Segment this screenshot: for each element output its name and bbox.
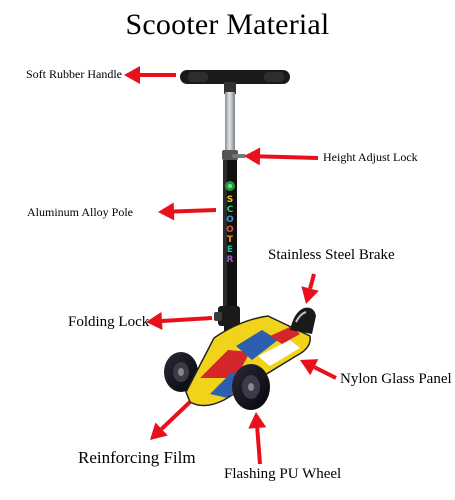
label-soft-rubber-handle: Soft Rubber Handle [26, 67, 122, 81]
handlebar [180, 70, 290, 94]
upper-pole [222, 92, 246, 160]
label-aluminum-alloy-pole: Aluminum Alloy Pole [27, 205, 134, 219]
arrow-pole [158, 202, 217, 221]
arrow-folding-lock [146, 312, 213, 331]
front-wheel-right [232, 364, 270, 410]
label-reinforcing-film: Reinforcing Film [78, 448, 196, 467]
label-nylon-glass-panel: Nylon Glass Panel [340, 371, 452, 387]
pole-letter: S [227, 195, 233, 205]
pole-letter: O [226, 215, 234, 225]
label-flashing-pu-wheel: Flashing PU Wheel [224, 466, 342, 482]
lower-pole [223, 160, 237, 310]
arrow-brake [301, 273, 319, 304]
arrow-film [150, 400, 192, 440]
arrow-wheel [248, 412, 267, 465]
pole-letter: C [227, 205, 234, 215]
diagram-title: Scooter Material [125, 8, 330, 41]
label-stainless-steel-brake: Stainless Steel Brake [268, 247, 395, 263]
arrow-handle [124, 66, 176, 84]
label-folding-lock: Folding Lock [68, 314, 150, 330]
arrow-panel [300, 359, 337, 380]
pole-letter: O [226, 225, 234, 235]
label-height-adjust-lock: Height Adjust Lock [323, 150, 418, 164]
front-wheel-left [164, 352, 198, 392]
annotation-arrows [124, 66, 337, 465]
pole-letter: R [227, 255, 234, 265]
rear-brake [290, 307, 316, 334]
pole-letter: T [227, 235, 234, 245]
pole-letter: E [227, 245, 233, 255]
arrow-height-lock [244, 147, 319, 166]
